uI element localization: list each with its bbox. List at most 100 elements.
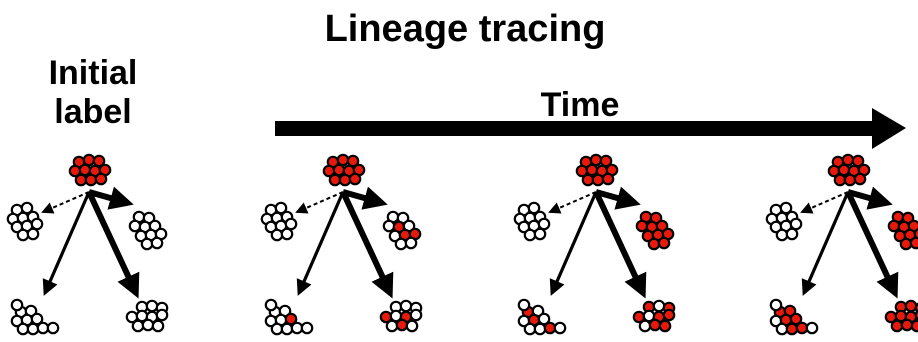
unlabeled-cell [300, 321, 314, 335]
labeled-cell [887, 219, 901, 233]
labeled-cell [837, 163, 851, 177]
labeled-cell [785, 322, 799, 336]
unlabeled-cell [10, 298, 24, 312]
labeled-cell [601, 172, 615, 186]
labeled-cell [585, 163, 599, 177]
time-3-bottom-left-clone [769, 298, 819, 336]
labeled-cell [909, 236, 918, 250]
initial-label-to-bottom-left-arrow [42, 191, 91, 296]
unlabeled-cell [26, 322, 40, 336]
unlabeled-cell [151, 319, 165, 333]
unlabeled-cell [789, 217, 803, 231]
labeled-cell [591, 173, 605, 187]
labeled-cell [904, 299, 918, 313]
unlabeled-cell [382, 219, 396, 233]
diagram-title: Lineage tracing [324, 8, 606, 50]
initial-label-to-bottom-right-arrow [86, 190, 140, 299]
time-2-to-right-arrow [595, 186, 641, 210]
unlabeled-cell [638, 319, 652, 333]
unlabeled-cell [775, 228, 789, 242]
initial-label-line1: Initial [48, 54, 138, 92]
labeled-cell [332, 163, 346, 177]
time-2-right-clone [635, 210, 675, 251]
labeled-cell [657, 236, 671, 250]
initial-label-top-clone [68, 153, 112, 187]
unlabeled-cell [523, 322, 537, 336]
unlabeled-cell [533, 322, 547, 336]
time-3-right-clone [887, 210, 918, 251]
time-1-bottom-right-clone [379, 299, 423, 333]
unlabeled-cell [537, 217, 551, 231]
unlabeled-cell [280, 227, 294, 241]
labeled-cell [900, 318, 914, 332]
time-2-bottom-left-clone [517, 298, 567, 336]
unlabeled-cell [409, 308, 423, 322]
unlabeled-cell [128, 219, 142, 233]
time-2-to-bottom-left-arrow [549, 191, 598, 296]
initial-label-heading: Initial label [28, 54, 158, 132]
labeled-cell [348, 172, 362, 186]
time-1-to-left-arrow [295, 191, 344, 214]
labeled-cell [589, 153, 603, 167]
labeled-cell [647, 237, 661, 251]
time-3-top-clone [827, 153, 871, 187]
labeled-cell [841, 153, 855, 167]
initial-label-to-right-arrow [88, 186, 134, 210]
unlabeled-cell [517, 298, 531, 312]
labeled-cell [890, 319, 904, 333]
unlabeled-cell [404, 236, 418, 250]
unlabeled-cell [533, 227, 547, 241]
time-1-to-right-arrow [342, 186, 388, 210]
time-1-to-bottom-right-arrow [340, 190, 394, 299]
unlabeled-cell [523, 228, 537, 242]
unlabeled-cell [652, 299, 666, 313]
labeled-cell [395, 318, 409, 332]
time-2-to-bottom-right-arrow [593, 190, 647, 299]
unlabeled-cell [775, 322, 789, 336]
unlabeled-cell [36, 321, 50, 335]
unlabeled-cell [553, 321, 567, 335]
initial-label-line2: label [54, 93, 132, 131]
labeled-cell [658, 319, 672, 333]
unlabeled-cell [131, 319, 145, 333]
time-arrow [275, 108, 906, 149]
time-1-top-clone [322, 153, 366, 187]
time-2-left-clone [513, 201, 551, 242]
labeled-cell [833, 173, 847, 187]
initial-label-bottom-right-clone [125, 299, 169, 333]
time-3-to-right-arrow [847, 186, 893, 210]
labeled-cell [94, 172, 108, 186]
labeled-cell [795, 321, 809, 335]
time-1-bottom-left-clone [264, 298, 314, 336]
unlabeled-cell [769, 298, 783, 312]
labeled-cell [853, 172, 867, 186]
unlabeled-cell [155, 308, 169, 322]
labeled-cell [648, 318, 662, 332]
unlabeled-cell [16, 322, 30, 336]
time-2-bottom-right-clone [632, 299, 676, 333]
unlabeled-cell [264, 298, 278, 312]
labeled-cell [78, 163, 92, 177]
unlabeled-cell [385, 319, 399, 333]
labeled-cell [843, 173, 857, 187]
labeled-cell [913, 228, 918, 240]
time-label: Time [540, 86, 620, 124]
unlabeled-cell [30, 217, 44, 231]
lineage-panels [6, 153, 918, 336]
labeled-cell [328, 173, 342, 187]
unlabeled-cell [16, 228, 30, 242]
unlabeled-cell [140, 237, 154, 251]
unlabeled-cell [405, 319, 419, 333]
labeled-cell [336, 153, 350, 167]
labeled-cell [82, 153, 96, 167]
unlabeled-cell [26, 227, 40, 241]
labeled-cell [338, 173, 352, 187]
time-3-to-bottom-left-arrow [801, 191, 850, 296]
labeled-cell [74, 173, 88, 187]
time-1-to-bottom-left-arrow [296, 191, 345, 296]
initial-label-left-clone [6, 201, 44, 242]
time-1-right-clone [382, 210, 422, 251]
time-2-top-clone [575, 153, 619, 187]
labeled-cell [910, 319, 918, 333]
